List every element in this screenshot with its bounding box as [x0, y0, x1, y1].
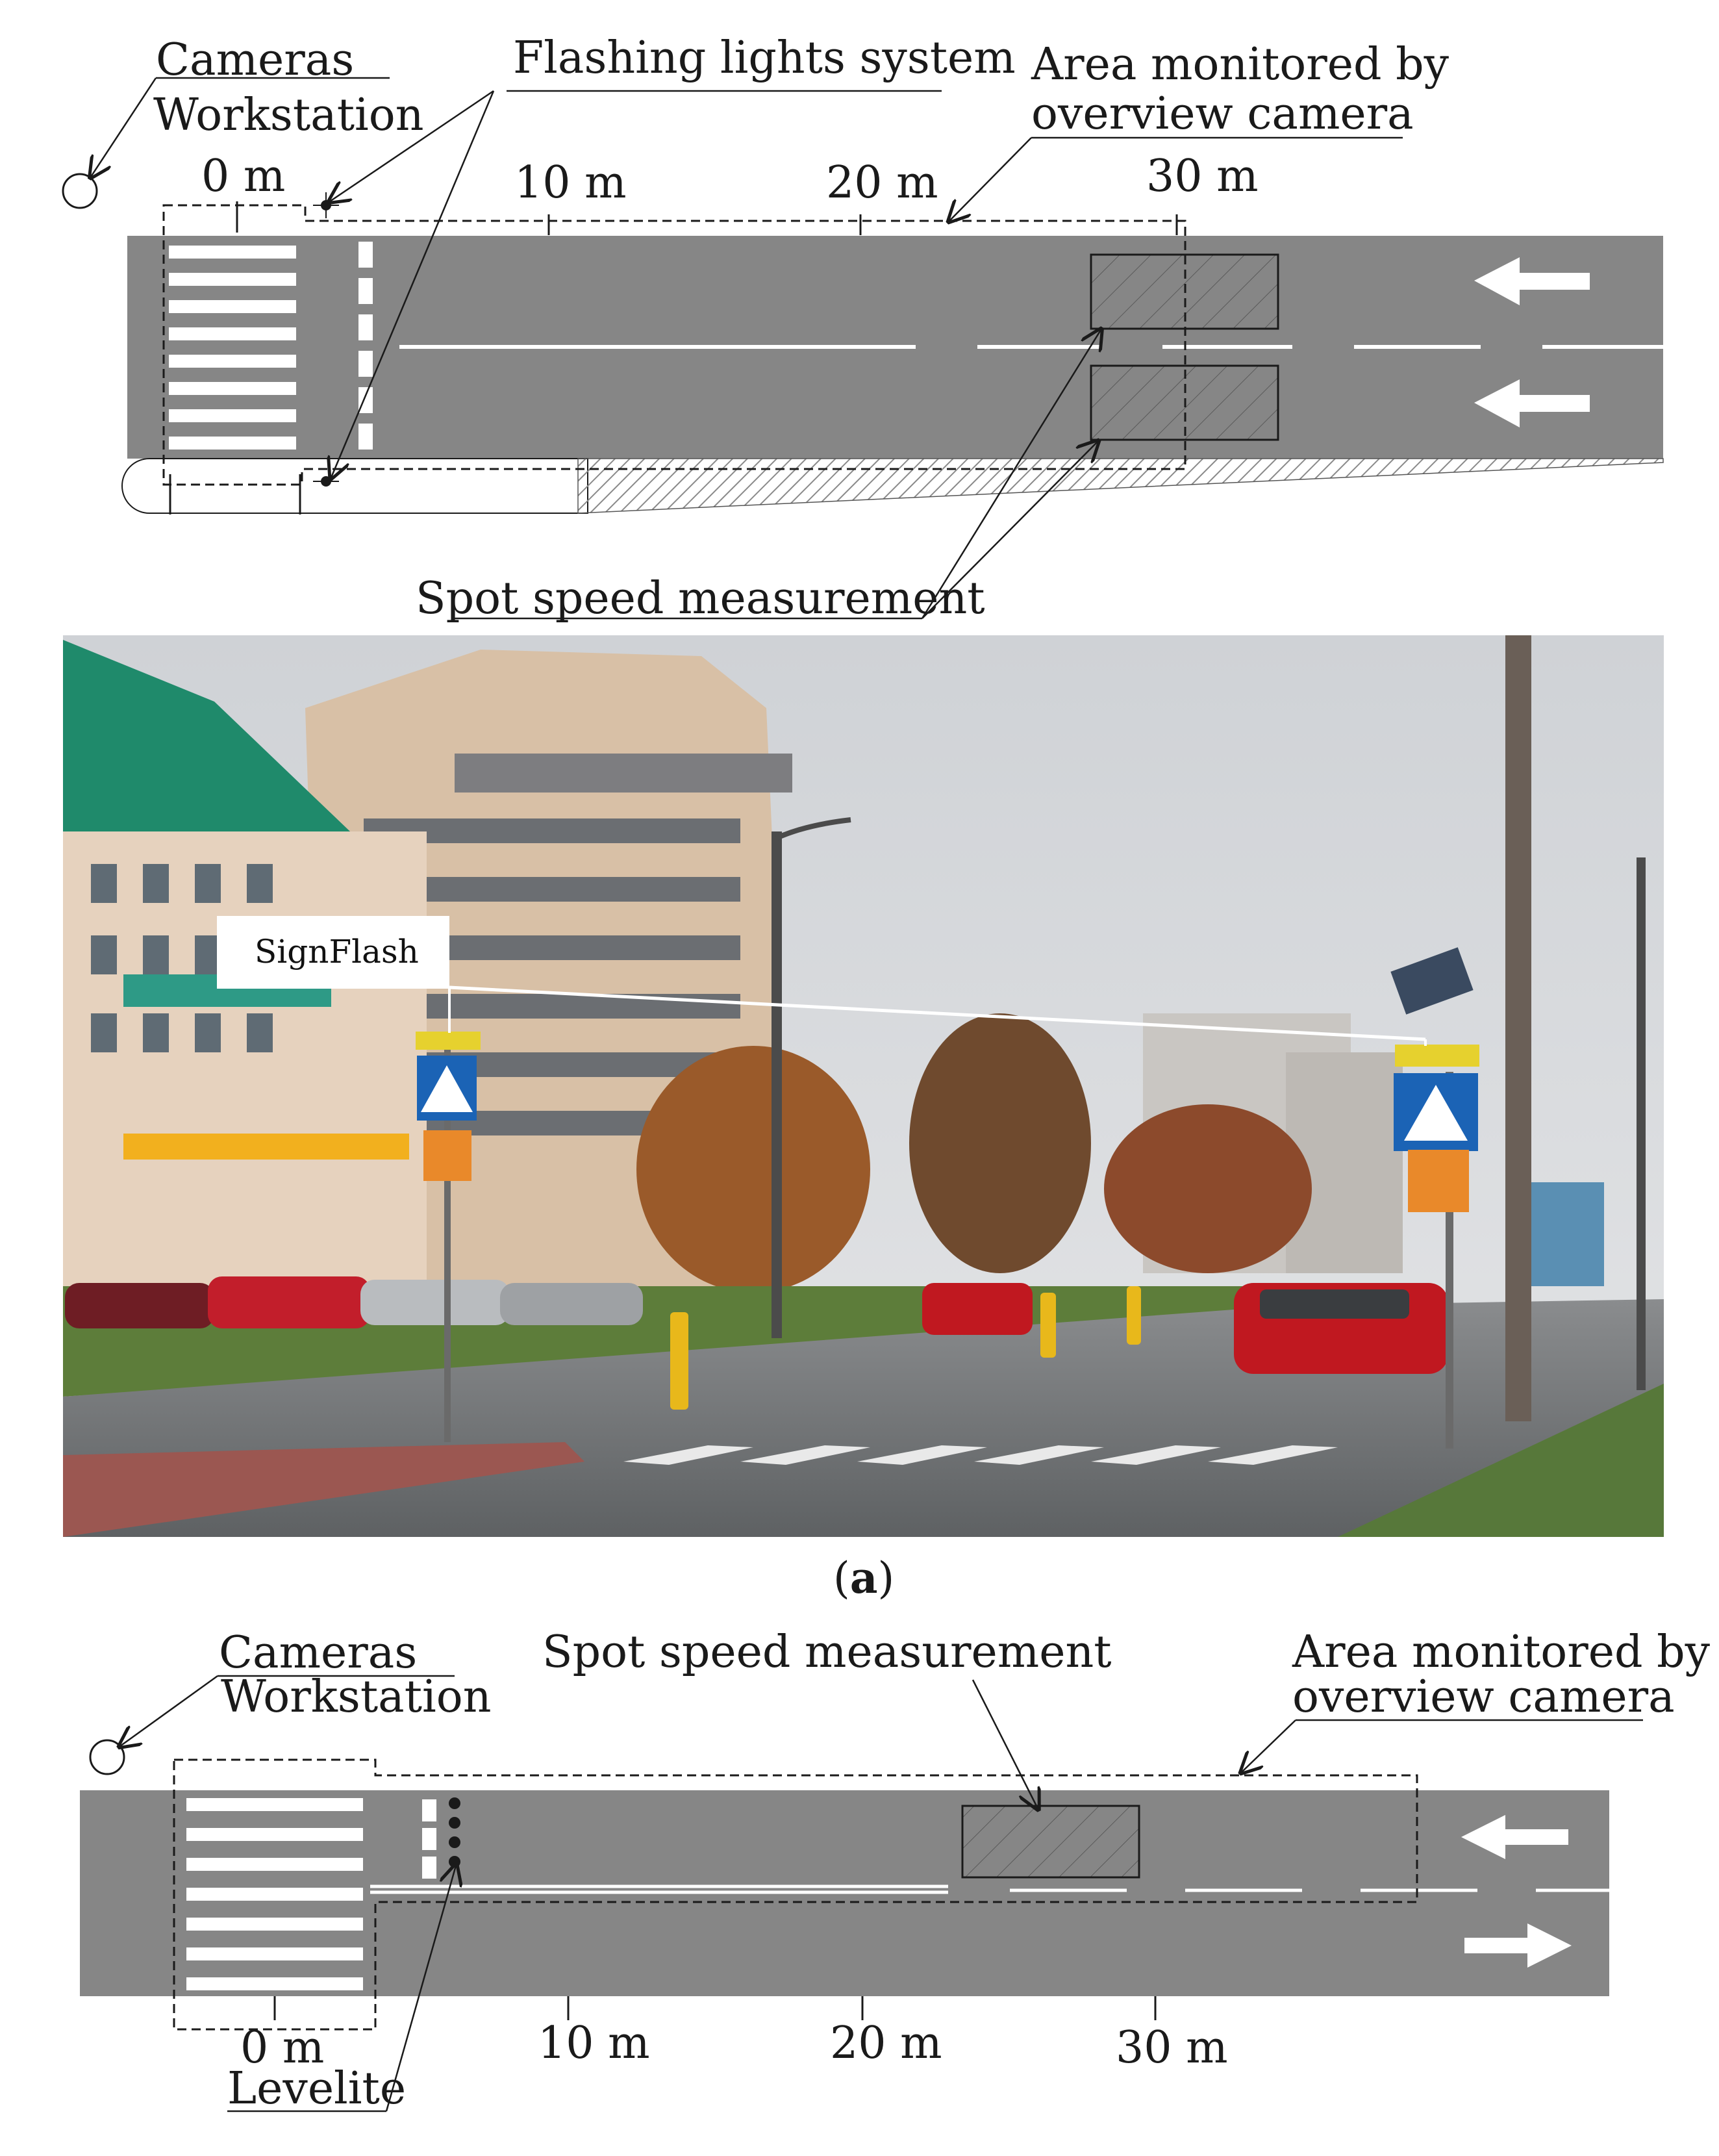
arrow-right-icon	[1464, 1923, 1572, 1968]
camera-icon	[62, 173, 98, 209]
distance-label-0: 0 m	[201, 151, 285, 202]
monitored-area-label-b-line1: Area monitored by	[1292, 1627, 1711, 1678]
monitored-area-b	[173, 1758, 1418, 2031]
levelite-lights	[449, 1797, 460, 1868]
leader-lines-a	[91, 77, 1403, 620]
distance-label-b-20: 20 m	[830, 2018, 942, 2069]
lane-divider-b	[370, 1884, 1609, 1894]
arrow-left-icon	[1474, 257, 1590, 305]
signflash-label-box	[217, 916, 449, 989]
caption-a: (a)	[833, 1553, 894, 1603]
monitored-area-label-line2: overview camera	[1031, 88, 1414, 140]
pedestrian-island-a	[121, 458, 588, 514]
monitored-area-label-b-line2: overview camera	[1292, 1671, 1675, 1723]
monitored-area-a	[162, 204, 1186, 486]
distance-label-20: 20 m	[826, 157, 938, 209]
zebra-crossing-a	[169, 246, 296, 450]
zebra-crossing-b	[186, 1798, 363, 1990]
camera-icon	[89, 1739, 125, 1775]
distance-label-30: 30 m	[1146, 151, 1259, 202]
arrow-left-icon	[1461, 1815, 1568, 1859]
distance-label-b-0: 0 m	[240, 2022, 324, 2074]
distance-ticks-b	[273, 1996, 1157, 2020]
stop-line-b	[422, 1799, 436, 1879]
workstation-label-b: Workstation	[221, 1671, 492, 1723]
arrow-left-icon	[1474, 379, 1590, 427]
leader-lines-b	[120, 1675, 1643, 2112]
cameras-label: Cameras	[156, 34, 354, 86]
workstation-label: Workstation	[153, 90, 424, 141]
distance-label-10: 10 m	[514, 157, 627, 209]
distance-ticks-a	[169, 201, 1178, 514]
flashing-lights-label: Flashing lights system	[513, 32, 1016, 84]
distance-label-b-10: 10 m	[538, 2018, 650, 2069]
distance-label-b-30: 30 m	[1116, 2022, 1228, 2074]
stop-line-a	[358, 242, 373, 450]
panel-a-photo: SignFlash	[63, 635, 1664, 1537]
island-taper-a	[577, 458, 1664, 514]
spot-speed-label-a: Spot speed measurement	[416, 573, 985, 624]
spot-speed-label-b: Spot speed measurement	[542, 1627, 1112, 1678]
levelite-label: Levelite	[227, 2063, 406, 2114]
signflash-label: SignFlash	[255, 933, 419, 970]
spot-speed-zone	[961, 1805, 1140, 1879]
monitored-area-label-line1: Area monitored by	[1031, 39, 1449, 90]
panel-a-schematic: Cameras Workstation Flashing lights syst…	[62, 32, 1664, 624]
cameras-label-b: Cameras	[219, 1627, 417, 1679]
panel-b-schematic: Cameras Workstation Spot speed measureme…	[80, 1627, 1711, 2114]
